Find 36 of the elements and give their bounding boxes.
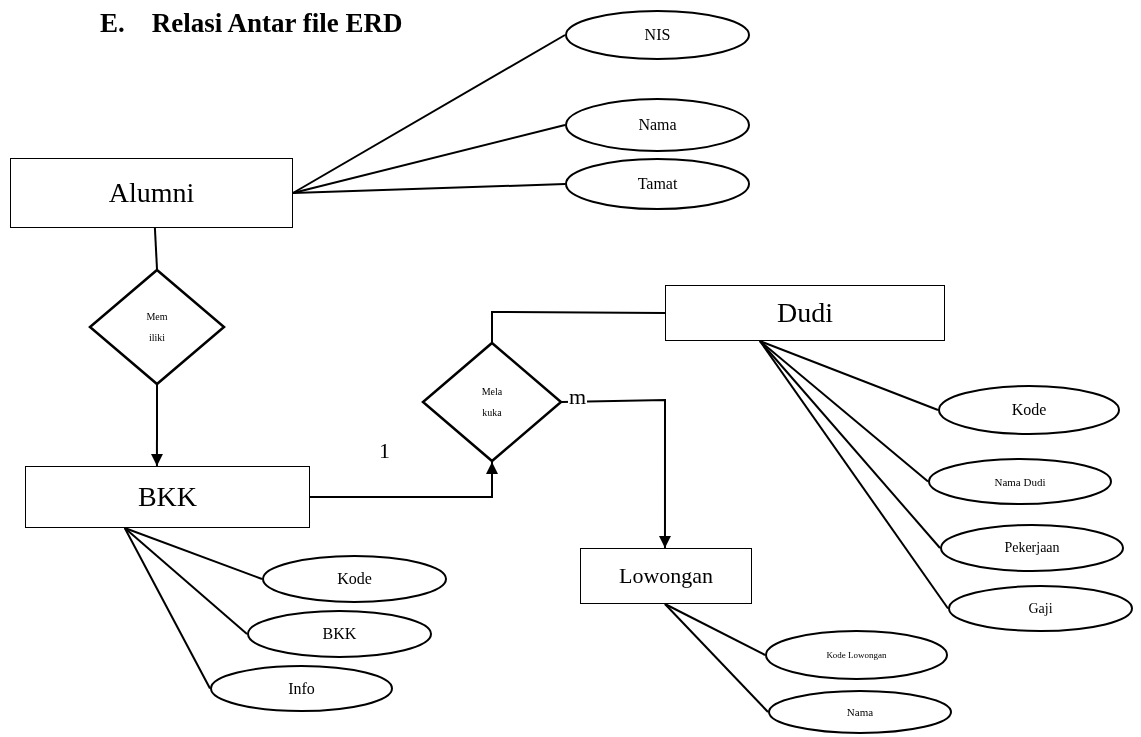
arrow — [150, 384, 163, 467]
connector-line — [292, 34, 566, 194]
entity-box — [580, 548, 752, 604]
relationship-name: Mela kuka — [480, 385, 504, 420]
connector-line — [292, 183, 566, 194]
diagram-title: E. Relasi Antar file ERD — [100, 8, 403, 39]
connector-line — [123, 527, 211, 690]
connector-line — [123, 527, 248, 635]
attribute-name: Nama Dudi — [994, 475, 1046, 488]
connector-line — [758, 340, 941, 549]
attribute-name: Tamat — [637, 175, 678, 193]
attribute-name: Info — [288, 679, 315, 698]
attribute-name: Nama — [846, 706, 874, 718]
connector-line — [292, 124, 566, 194]
attribute-name: Pekerjaan — [1004, 540, 1060, 556]
attribute-name: NIS — [644, 26, 671, 44]
attribute-name: Kode Lowongan — [826, 650, 887, 660]
attribute-name: Gaji — [1028, 600, 1053, 617]
connector-line — [663, 603, 769, 713]
connector-line — [153, 227, 158, 270]
entity-box — [10, 158, 293, 228]
entity-name: Lowongan — [618, 563, 714, 589]
entity-box — [665, 285, 945, 341]
relationship-name: Mem iliki — [145, 310, 169, 345]
entity-name: BKK — [137, 481, 198, 513]
attribute-name: Kode — [1011, 401, 1047, 419]
arrow — [309, 461, 498, 498]
attribute-name: Kode — [337, 570, 372, 588]
entity-box — [25, 466, 310, 528]
attribute-name: Nama — [638, 116, 677, 134]
connector-line — [491, 311, 666, 343]
attribute-name: BKK — [322, 625, 357, 643]
connector-line — [758, 340, 949, 610]
entity-name: Dudi — [777, 297, 833, 329]
entity-name: Alumni — [108, 177, 195, 209]
arrow — [561, 399, 671, 549]
